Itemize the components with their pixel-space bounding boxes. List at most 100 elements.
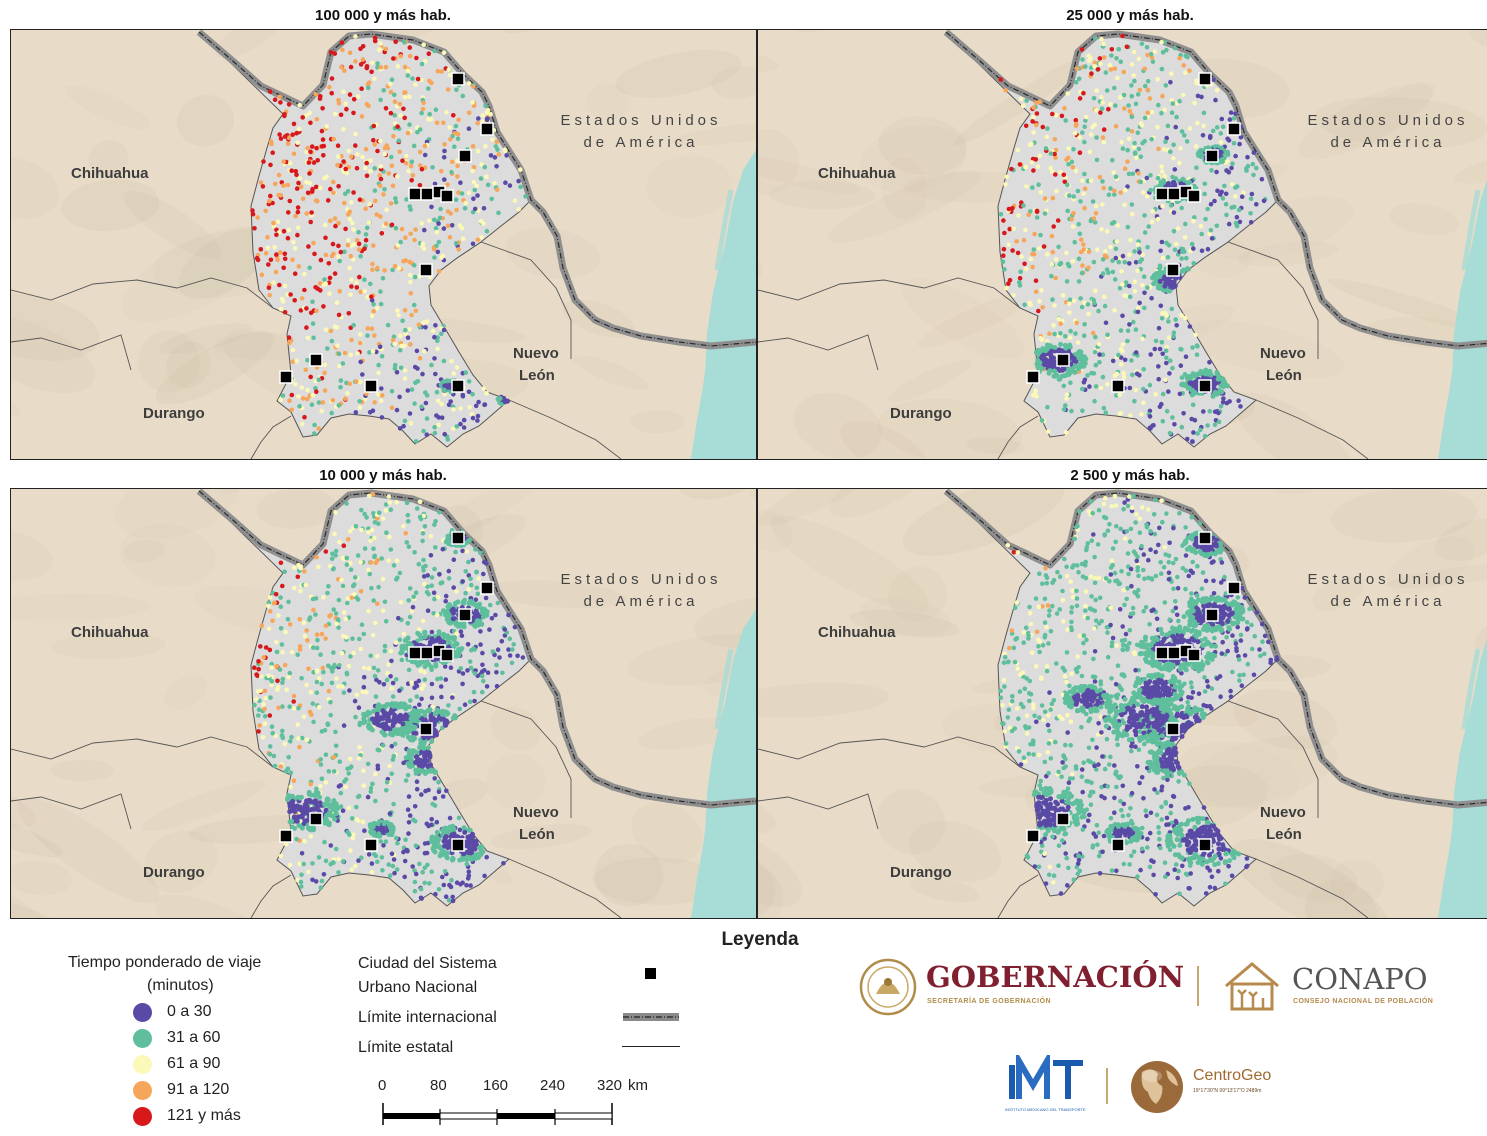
city-marker[interactable]	[1198, 72, 1212, 86]
city-marker[interactable]	[419, 722, 433, 736]
locality-dot	[347, 209, 353, 215]
city-marker[interactable]	[440, 189, 454, 203]
locality-dot	[387, 873, 393, 878]
locality-dot	[1077, 231, 1083, 237]
city-marker[interactable]	[458, 608, 472, 622]
locality-dot	[409, 680, 414, 686]
locality-dot	[1033, 100, 1039, 105]
cluster-dot	[290, 793, 295, 799]
locality-dot	[1047, 690, 1052, 695]
city-marker[interactable]	[1056, 353, 1070, 367]
locality-dot	[482, 402, 487, 408]
locality-dot	[1133, 260, 1139, 265]
locality-dot	[359, 527, 364, 533]
city-marker[interactable]	[420, 646, 434, 660]
locality-dot	[474, 183, 479, 189]
city-marker[interactable]	[364, 379, 378, 393]
locality-dot	[268, 193, 273, 199]
city-marker[interactable]	[309, 353, 323, 367]
cluster-dot	[1181, 267, 1187, 273]
locality-dot	[1018, 762, 1024, 767]
locality-dot	[1098, 110, 1103, 115]
locality-dot	[1065, 182, 1070, 188]
cluster-dot	[476, 622, 481, 628]
city-marker[interactable]	[480, 122, 494, 136]
city-marker[interactable]	[1026, 370, 1040, 384]
locality-dot	[338, 378, 344, 383]
locality-dot	[295, 209, 301, 215]
city-marker[interactable]	[408, 187, 422, 201]
locality-dot	[320, 665, 326, 671]
city-marker[interactable]	[458, 149, 472, 163]
locality-dot	[1218, 131, 1224, 136]
locality-dot	[442, 148, 447, 154]
locality-dot	[384, 677, 390, 683]
locality-dot	[1158, 303, 1164, 309]
cluster-dot	[432, 719, 438, 725]
locality-dot	[289, 392, 295, 398]
city-marker[interactable]	[364, 838, 378, 852]
locality-dot	[353, 410, 359, 415]
locality-dot	[266, 626, 272, 631]
locality-dot	[1002, 651, 1007, 656]
locality-dot	[441, 358, 447, 364]
locality-dot	[420, 618, 426, 624]
city-marker[interactable]	[1167, 187, 1181, 201]
locality-dot	[1127, 385, 1133, 391]
locality-dot	[1092, 64, 1097, 69]
locality-dot	[369, 861, 375, 866]
city-marker[interactable]	[451, 379, 465, 393]
locality-dot	[1132, 78, 1137, 84]
locality-dot	[402, 90, 407, 96]
locality-dot	[429, 681, 435, 687]
locality-dot	[286, 599, 291, 605]
locality-dot	[406, 519, 411, 524]
cluster-dot	[418, 636, 424, 642]
locality-dot	[300, 396, 306, 401]
locality-dot	[1162, 173, 1168, 179]
locality-dot	[388, 110, 394, 116]
cluster-dot	[1040, 365, 1045, 371]
city-marker[interactable]	[1198, 379, 1212, 393]
locality-dot	[307, 180, 313, 186]
locality-dot	[1068, 579, 1073, 584]
city-marker[interactable]	[1227, 122, 1241, 136]
city-marker[interactable]	[1155, 187, 1169, 201]
city-marker[interactable]	[420, 187, 434, 201]
locality-dot	[1194, 352, 1200, 358]
locality-dot	[343, 396, 348, 402]
locality-dot	[1083, 603, 1088, 609]
city-marker[interactable]	[451, 72, 465, 86]
city-marker[interactable]	[440, 648, 454, 662]
locality-dot	[432, 48, 437, 54]
cluster-dot	[1210, 383, 1216, 389]
locality-dot	[429, 816, 435, 822]
locality-dot	[328, 50, 334, 55]
locality-dot	[1185, 436, 1190, 442]
cluster-dot	[461, 851, 467, 857]
locality-dot	[371, 598, 377, 603]
locality-dot	[256, 729, 261, 734]
city-marker[interactable]	[279, 829, 293, 843]
city-marker[interactable]	[419, 263, 433, 277]
city-marker[interactable]	[1205, 149, 1219, 163]
locality-dot	[295, 232, 300, 238]
locality-dot	[1069, 159, 1075, 165]
city-marker[interactable]	[451, 531, 465, 545]
city-marker[interactable]	[1166, 263, 1180, 277]
city-marker[interactable]	[309, 812, 323, 826]
locality-dot	[342, 68, 347, 74]
city-marker[interactable]	[480, 581, 494, 595]
locality-dot	[471, 689, 477, 695]
city-marker[interactable]	[1111, 379, 1125, 393]
locality-dot	[280, 728, 285, 734]
city-marker[interactable]	[408, 646, 422, 660]
locality-dot	[355, 152, 360, 157]
locality-dot	[297, 861, 303, 867]
locality-dot	[330, 241, 336, 247]
locality-dot	[389, 658, 394, 664]
city-marker[interactable]	[1187, 189, 1201, 203]
city-marker[interactable]	[279, 370, 293, 384]
city-marker[interactable]	[451, 838, 465, 852]
locality-dot	[1156, 824, 1161, 830]
